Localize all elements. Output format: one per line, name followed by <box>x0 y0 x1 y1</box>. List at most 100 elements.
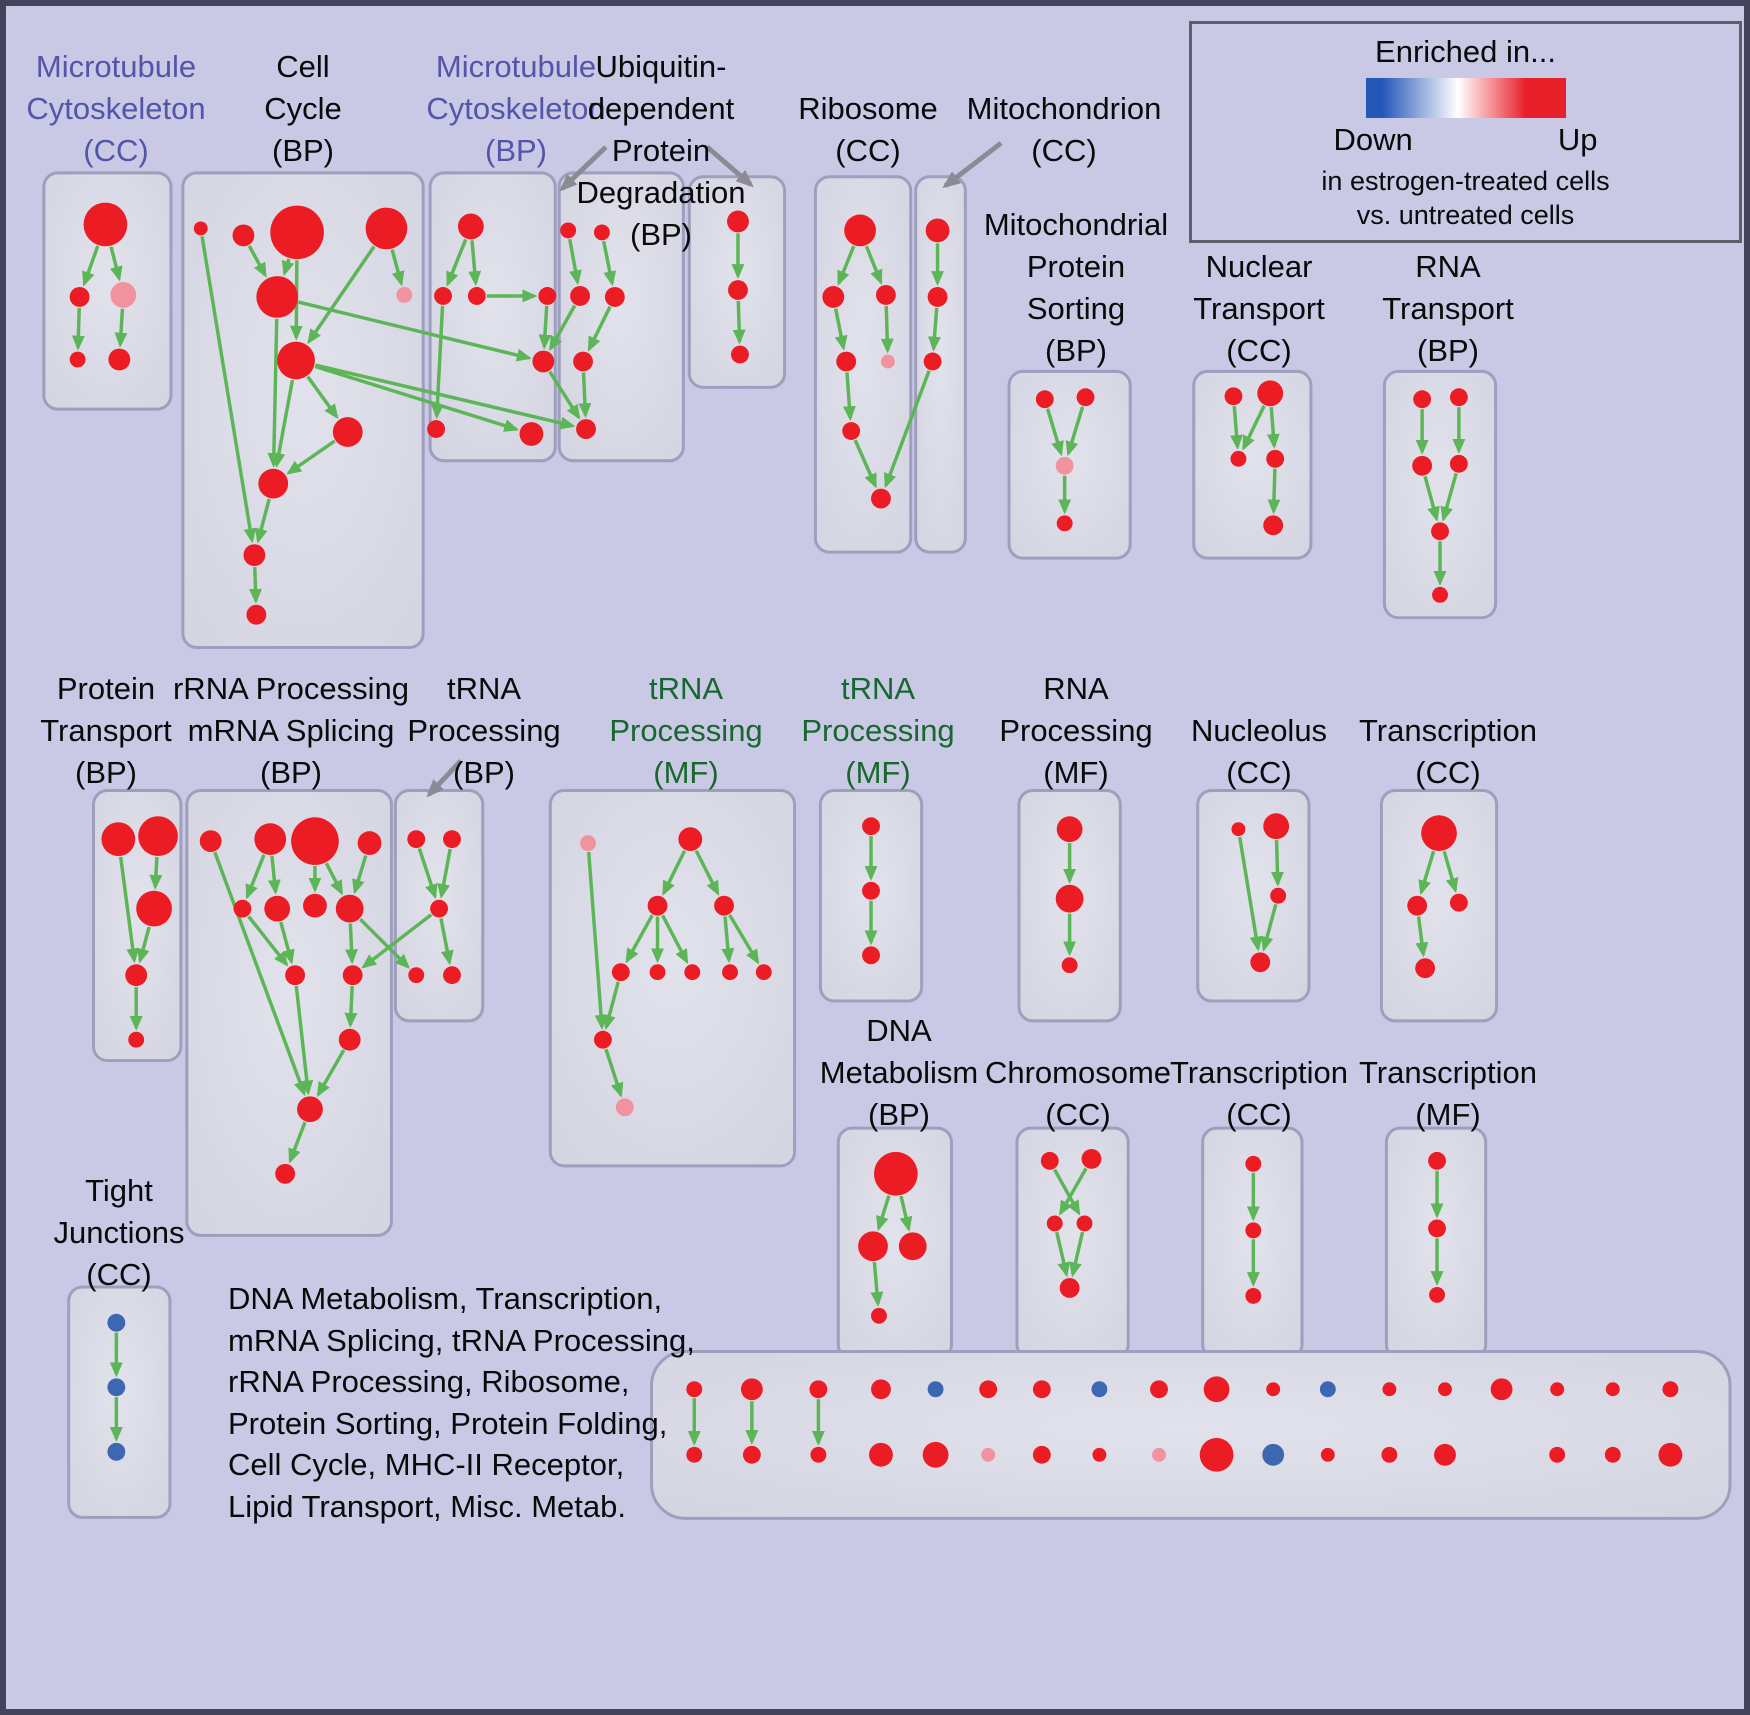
edge-arrow <box>307 245 376 345</box>
go-term-node <box>128 1031 145 1048</box>
edge-arrow <box>345 923 358 965</box>
go-term-node <box>580 835 596 852</box>
go-term-node <box>809 1380 828 1399</box>
cluster-box <box>92 788 183 1063</box>
go-term-node <box>1320 1447 1335 1462</box>
go-term-node <box>443 966 461 985</box>
go-term-node <box>875 285 896 305</box>
edge-arrow <box>601 240 617 287</box>
go-term-node <box>342 965 363 986</box>
go-term-node <box>1413 390 1432 409</box>
annotation-arrow <box>705 145 754 188</box>
go-term-node <box>979 1380 998 1399</box>
edge-arrow <box>1055 1231 1071 1278</box>
cluster-label-trna-mf-1: tRNA Processing (MF) <box>609 671 763 790</box>
go-term-node <box>136 890 172 927</box>
go-term-node <box>1490 1378 1513 1401</box>
go-term-node <box>199 830 222 853</box>
cluster-label-ribosome: Ribosome (CC) <box>798 91 938 168</box>
edge-arrow <box>1442 850 1459 894</box>
go-term-node <box>430 899 449 918</box>
go-term-node <box>357 831 382 856</box>
go-term-node <box>576 419 596 439</box>
edge-arrow <box>136 926 151 964</box>
edge-arrow <box>324 862 344 896</box>
go-term-node <box>297 1096 323 1123</box>
go-term-node <box>981 1447 996 1462</box>
edge-arrow <box>361 913 433 969</box>
go-term-node <box>107 1442 126 1461</box>
edge-arrow <box>315 363 576 430</box>
go-term-node <box>434 287 452 305</box>
cluster-label-cell-cycle: Cell Cycle (BP) <box>264 49 342 168</box>
edge-arrow <box>899 1195 913 1232</box>
go-term-node <box>684 964 701 981</box>
go-term-node <box>193 221 208 236</box>
go-term-node <box>722 964 738 981</box>
go-term-node <box>871 1307 887 1324</box>
go-term-node <box>1250 952 1271 973</box>
go-term-node <box>1429 1286 1445 1303</box>
edge-arrow <box>344 986 358 1028</box>
go-term-node <box>862 946 880 965</box>
go-term-node <box>611 963 630 982</box>
edge-arrow <box>1242 405 1266 451</box>
go-term-node <box>874 1151 918 1196</box>
go-term-node <box>1056 816 1083 843</box>
go-term-node <box>836 351 857 372</box>
go-term-node <box>810 1446 827 1463</box>
edge-arrow <box>549 304 577 352</box>
edge-arrow <box>876 1195 891 1232</box>
go-term-node <box>560 222 577 239</box>
go-term-node <box>593 224 610 241</box>
annotation-arrow <box>559 145 608 192</box>
cluster-box <box>1196 788 1311 1003</box>
go-term-node <box>871 488 891 509</box>
go-term-node <box>1245 1287 1262 1304</box>
edge-arrow <box>430 305 445 420</box>
go-term-node <box>615 1098 634 1117</box>
go-term-node <box>108 348 131 371</box>
go-term-node <box>714 895 734 916</box>
go-term-node <box>1412 455 1433 476</box>
legend-down-label: Down <box>1333 122 1413 157</box>
go-term-node <box>1266 1382 1281 1397</box>
edge-arrow <box>298 300 532 362</box>
legend-subtitle-2: vs. untreated cells <box>1356 200 1575 230</box>
go-term-node <box>922 1441 949 1468</box>
nodes-layer <box>69 202 1683 1472</box>
go-term-node <box>1035 390 1054 409</box>
go-term-node <box>1263 515 1284 536</box>
go-term-node <box>844 214 876 247</box>
go-term-node <box>742 1445 761 1464</box>
go-term-node <box>604 287 625 307</box>
edge-arrow <box>114 308 128 348</box>
cluster-label-rrna-mrna: rRNA Processing mRNA Splicing (BP) <box>172 671 410 790</box>
go-term-node <box>1055 884 1084 913</box>
go-term-node <box>593 1030 612 1049</box>
cluster-label-trna-bp: tRNA Processing (BP) <box>407 671 561 790</box>
go-term-node <box>275 1163 296 1184</box>
edge-arrow <box>446 238 468 287</box>
go-term-node <box>1056 515 1073 532</box>
go-term-node <box>1224 387 1243 406</box>
edge-arrow <box>247 244 267 278</box>
cluster-label-ubiquitin: Ubiquitin- dependent Protein Degradation… <box>576 49 746 252</box>
go-term-node <box>1319 1381 1336 1398</box>
go-term-node <box>285 965 306 986</box>
go-term-node <box>1061 957 1078 974</box>
annotation-arrow <box>942 141 1003 189</box>
go-term-node <box>532 350 555 373</box>
go-term-node <box>649 964 666 981</box>
go-term-node <box>396 287 413 303</box>
edge-arrow <box>870 1261 884 1307</box>
legend-subtitle-1: in estrogen-treated cells <box>1321 166 1610 196</box>
go-term-node <box>1431 522 1449 541</box>
go-term-node <box>1055 456 1074 475</box>
edge-arrow <box>928 307 941 352</box>
go-term-node <box>678 827 703 852</box>
go-term-node <box>232 224 255 247</box>
go-term-node <box>731 345 749 364</box>
go-term-node <box>1081 1148 1102 1169</box>
go-term-node <box>538 287 557 305</box>
